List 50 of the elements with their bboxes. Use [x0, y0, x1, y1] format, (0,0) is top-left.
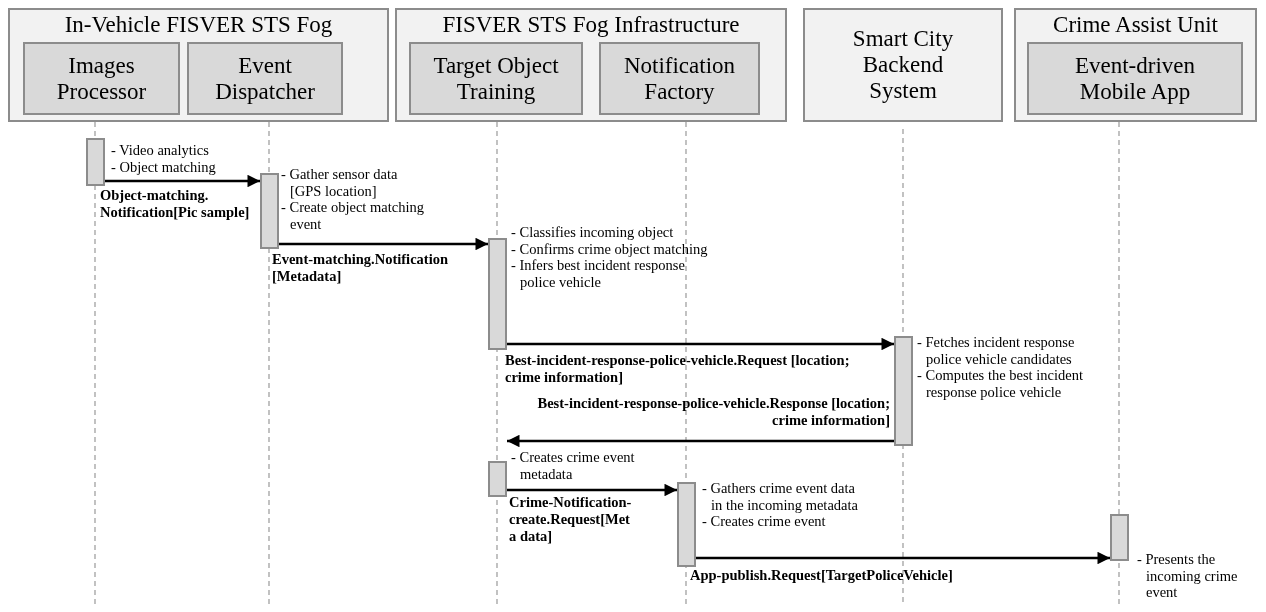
- message-arrow: [696, 551, 1110, 565]
- participant-group-box: [395, 8, 787, 122]
- edge-label: App-publish.Request[TargetPoliceVehicle]: [690, 567, 954, 584]
- edge-label: Best-incident-response-police-vehicle.Request [location; crime information]: [505, 352, 851, 386]
- message-arrow: [507, 483, 677, 497]
- participant-name: Smart City Backend System: [851, 26, 955, 104]
- step-note: - Create object matching event: [281, 199, 425, 232]
- step-note: - Creates crime event: [702, 513, 827, 530]
- activation-bar: [677, 482, 696, 567]
- group-title: Crime Assist Unit: [1052, 12, 1219, 38]
- group-title: In-Vehicle FISVER STS Fog: [63, 12, 334, 38]
- participant-box: [803, 8, 1003, 122]
- step-note: - Presents the incoming crime event: [1137, 551, 1239, 601]
- participant-box: [409, 42, 583, 115]
- participant-name: Target Object Training: [432, 52, 560, 105]
- step-note: - Gather sensor data [GPS location]: [281, 166, 399, 199]
- step-note: - Creates crime event metadata: [511, 449, 636, 482]
- participant-name: Event-driven Mobile App: [1073, 52, 1197, 105]
- participant-box: [187, 42, 343, 115]
- group-title: FISVER STS Fog Infrastructure: [441, 12, 741, 38]
- activation-bar: [1110, 514, 1129, 561]
- edge-label: Crime-Notification- create.Request[Meta data]: [509, 494, 633, 545]
- message-arrow: [279, 237, 488, 251]
- step-note: - Confirms crime object matching: [511, 240, 709, 257]
- step-note: - Object matching: [111, 158, 217, 175]
- activation-bar: [894, 336, 913, 446]
- edge-label: Best-incident-response-police-vehicle.Response [location; crime information]: [536, 395, 890, 429]
- activation-bar: [260, 173, 279, 249]
- step-note: - Fetches incident response police vehicle candidates: [917, 334, 1076, 367]
- message-arrow: [507, 337, 894, 351]
- participant-group-box: [8, 8, 389, 122]
- participant-box: [599, 42, 760, 115]
- participant-group-box: [1014, 8, 1257, 122]
- step-note: - Infers best incident response police vehicle: [511, 257, 686, 290]
- edge-label: Object-matching. Notification[Pic sample]: [100, 187, 251, 221]
- participant-name: Images Processor: [55, 52, 148, 105]
- participant-name: Notification Factory: [622, 52, 737, 105]
- activation-bar: [488, 461, 507, 497]
- step-note: - Computes the best incident response police vehicle: [917, 367, 1084, 400]
- step-note: - Gathers crime event data in the incoming metadata: [702, 480, 859, 513]
- edge-label: Event-matching.Notification [Metadata]: [272, 251, 449, 285]
- message-arrow: [105, 174, 260, 188]
- participant-box: [1027, 42, 1243, 115]
- participant-box: [23, 42, 180, 115]
- step-note: - Classifies incoming object: [511, 224, 675, 241]
- activation-bar: [488, 238, 507, 350]
- step-note: - Video analytics: [111, 142, 210, 159]
- message-arrow: [507, 434, 894, 448]
- participant-name: Event Dispatcher: [214, 52, 316, 105]
- activation-bar: [86, 138, 105, 186]
